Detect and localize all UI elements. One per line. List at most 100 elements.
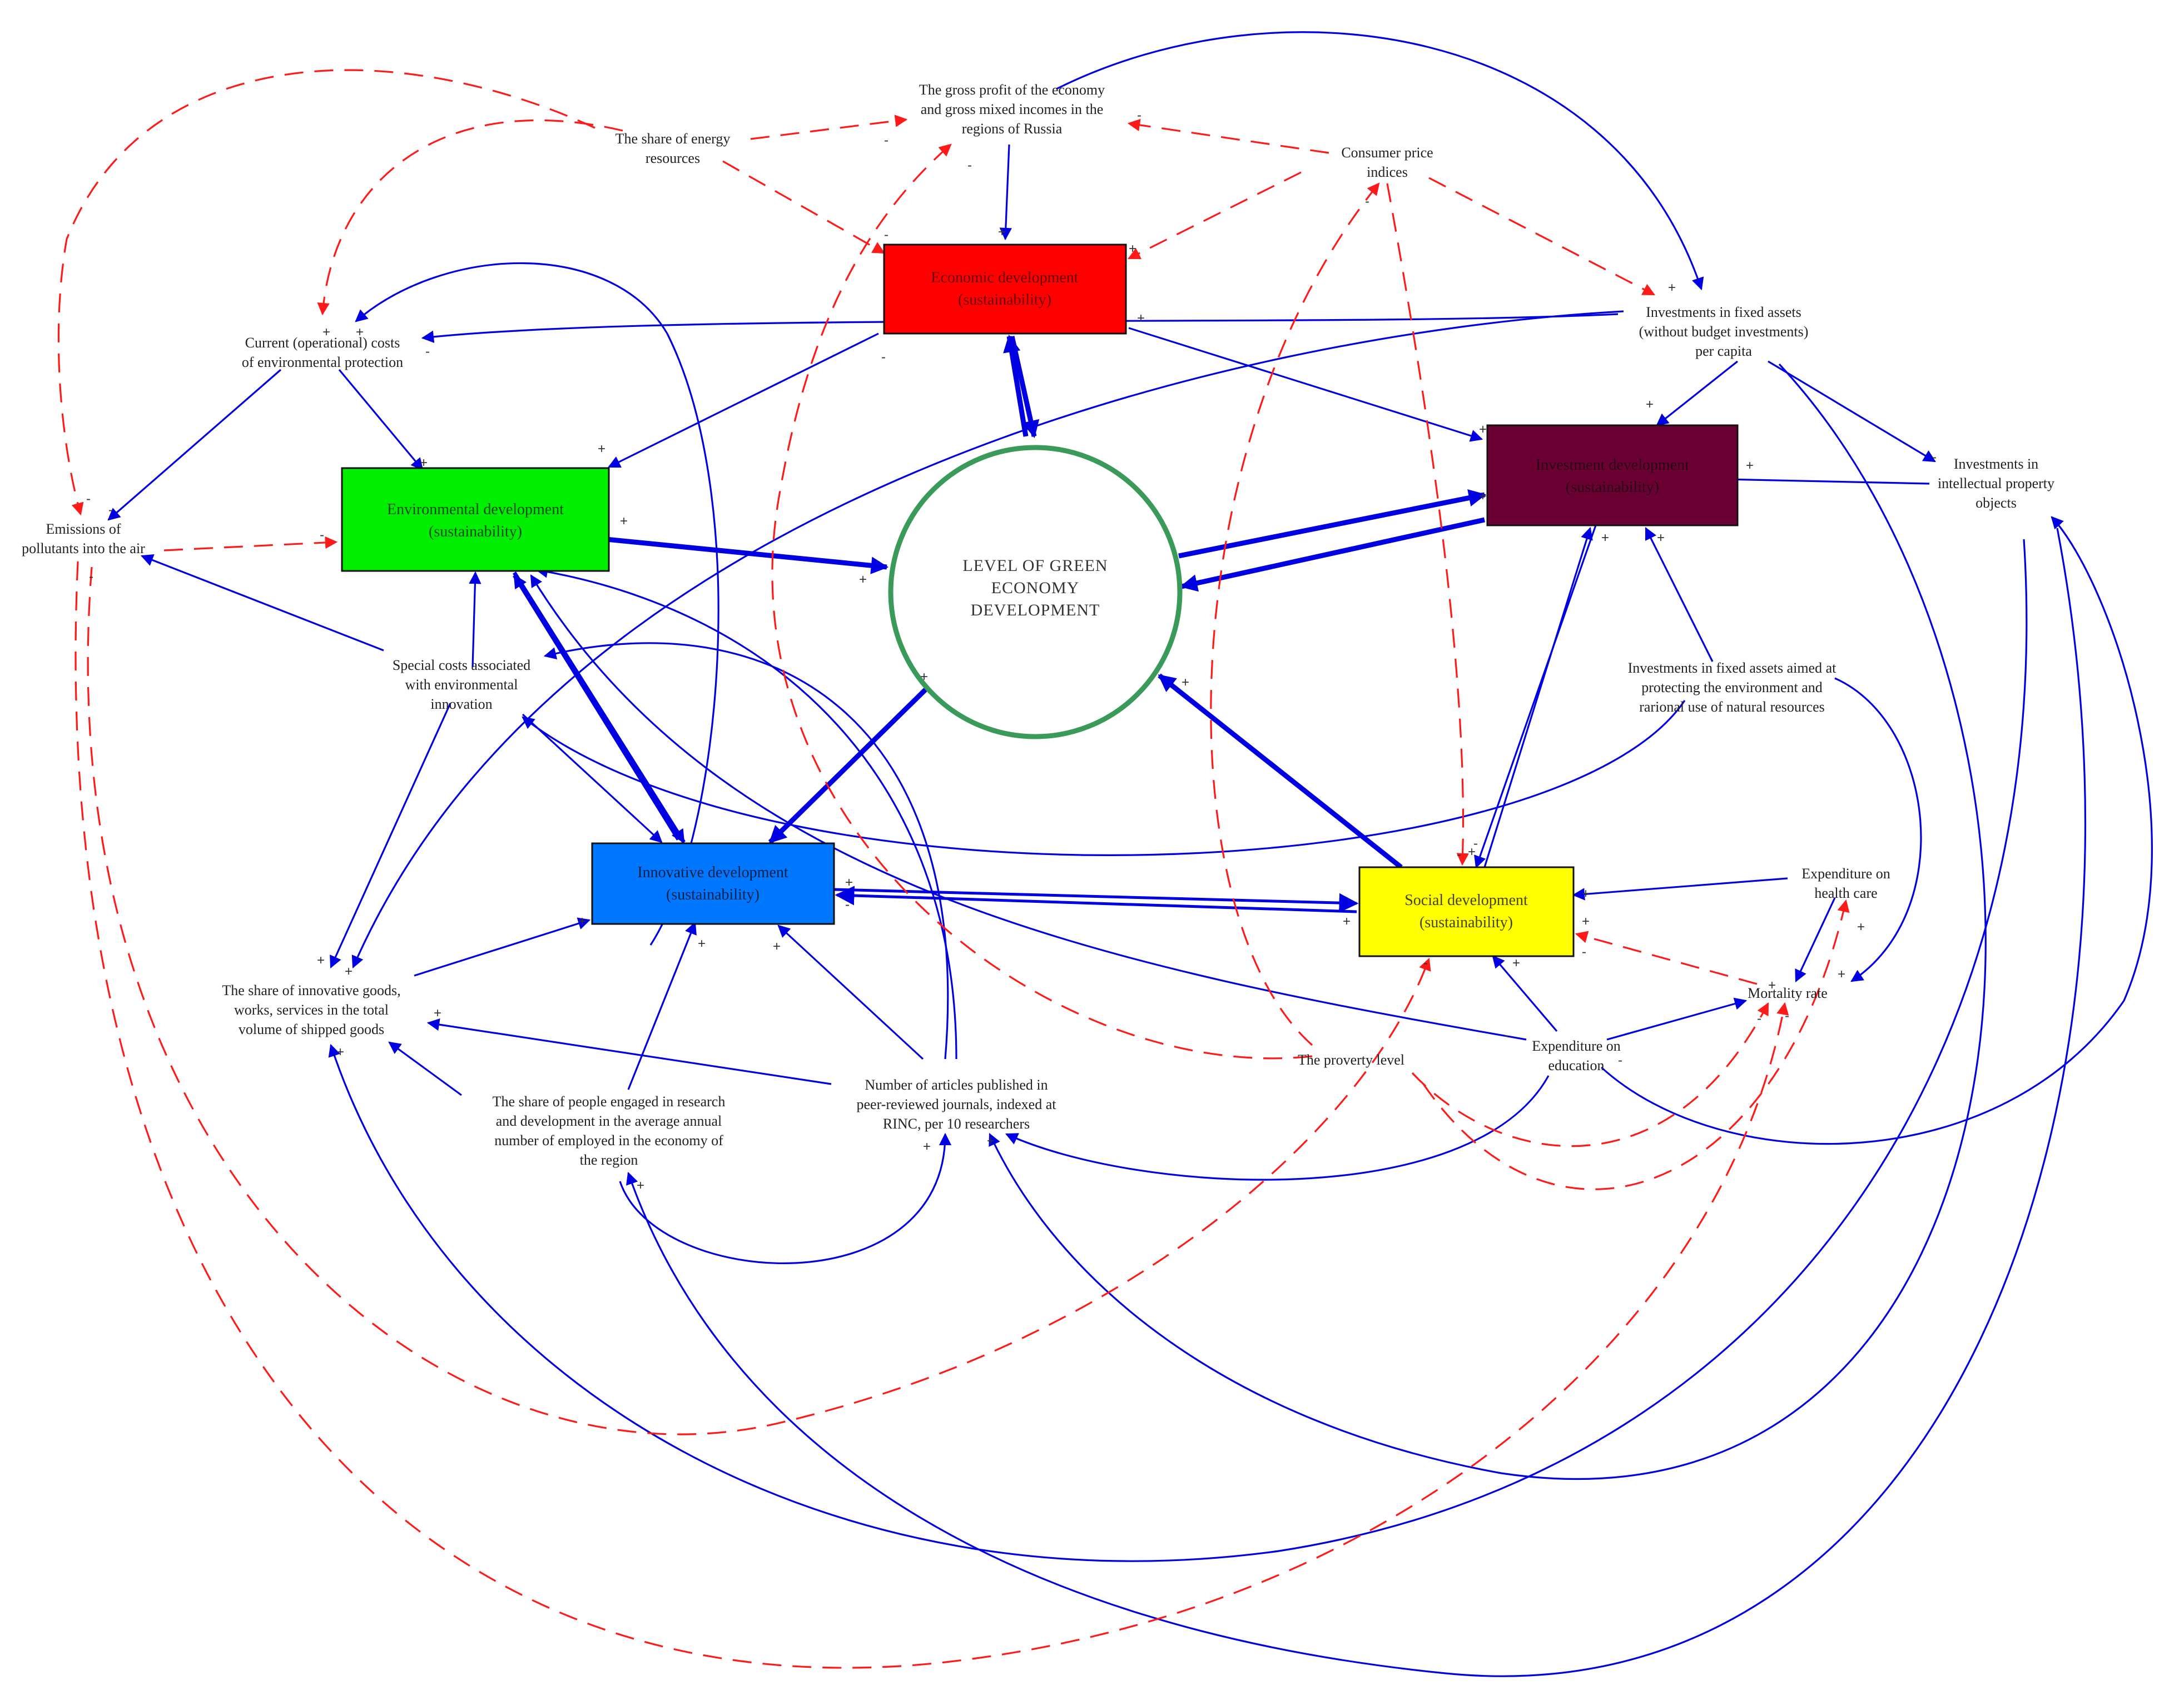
sign-minus: - [1473,836,1478,851]
sign-plus: + [1582,914,1590,929]
link-poverty-to-mortality [1411,1002,1769,1147]
link-investment-to-social [1474,525,1597,869]
var-fixed-assets-line-2: (without budget investments) [1639,324,1809,340]
sign-minus: - [1423,956,1428,971]
var-rnd-share-line-4: the region [580,1152,638,1168]
investment-box [1486,424,1739,526]
var-consumer-price-line-2: indices [1367,164,1408,180]
link-education-to-mortality [1606,997,1748,1041]
sign-plus: + [345,964,353,979]
link-ip-to-innovgoods [328,539,2028,1562]
link-energy-to-gross [750,115,908,140]
link-consumer-to-social [1386,183,1469,866]
var-gross-profit: The gross profit of the economy and gros… [919,82,1105,137]
link-poverty-to-gross [771,143,1313,1060]
link-rnd-to-innovative [627,921,697,1090]
center-node: LEVEL OF GREEN ECONOMY DEVELOPMENT [888,445,1183,739]
var-ip-investments: Investments in intellectual property obj… [1938,456,2054,511]
box-investment: Investment development (sustainability) [1486,424,1739,526]
link-economic-to-investment [1128,327,1483,442]
var-fixed-assets-line-1: Investments in fixed assets [1646,304,1801,320]
var-fixed-assets: Investments in fixed assets (without bud… [1639,304,1809,359]
sign-plus: + [773,939,781,954]
var-current-costs-line-1: Current (operational) costs [245,335,400,351]
var-gross-profit-line-3: regions of Russia [962,121,1063,137]
sign-minus: - [1137,108,1141,123]
sign-plus: + [1343,914,1351,929]
sign-plus: + [1512,956,1520,971]
sign-minus: - [89,569,93,584]
sign-plus: + [1857,919,1865,935]
sign-plus: + [998,225,1006,240]
var-innovative-goods: The share of innovative goods, works, se… [222,982,400,1037]
sign-minus: - [1785,1008,1789,1023]
link-consumer-to-economic [1127,171,1302,260]
box-social: Social development (sustainability) [1358,866,1575,957]
var-special-costs-line-2: with environmental [405,677,518,693]
var-health-care: Expenditure on health care [1801,866,1890,901]
sign-plus: + [1768,978,1776,993]
var-energy-share-line-2: resources [646,150,700,166]
sign-plus: + [1479,422,1487,437]
link-special-to-emissions [140,554,384,652]
var-energy-share-line-1: The share of energy [616,131,731,147]
sign-plus: + [322,325,330,340]
var-ip-investments-line-2: intellectual property [1938,475,2054,491]
sign-plus: + [920,669,928,684]
link-energy-to-economic [722,160,885,254]
var-consumer-price-line-1: Consumer price [1341,145,1433,161]
sign-plus: + [1646,397,1654,412]
sign-minus: - [1582,945,1586,960]
economic-label-line-1: Economic development [931,269,1078,286]
center-circle [888,445,1183,739]
link-ip-to-investment [1722,473,1930,486]
var-special-costs-line-1: Special costs associated [393,657,530,673]
var-health-care-line-1: Expenditure on [1801,866,1890,882]
link-special-to-innovative [522,713,663,843]
link-energy-to-current [317,119,623,316]
sign-plus: + [1137,311,1145,326]
var-innovative-goods-line-2: works, services in the total [234,1002,389,1018]
var-current-costs-line-2: of environmental protection [242,354,403,370]
var-education: Expenditure on education [1532,1038,1621,1073]
sign-minus: - [1618,1053,1622,1068]
var-fixed-assets-env: Investments in fixed assets aimed at pro… [1628,660,1837,715]
sign-plus: + [987,1134,995,1149]
link-innovgoods-to-social [87,566,1431,1435]
link-fixedenv-to-special [522,700,1686,856]
sign-plus: + [336,1045,344,1060]
environmental-label-line-2: (sustainability) [429,523,522,540]
sign-plus: + [1129,241,1136,256]
link-env-to-center [605,536,889,574]
sign-plus: + [1601,530,1609,545]
sign-plus: + [356,325,364,340]
center-label-line-2: ECONOMY [991,579,1080,597]
link-center-to-innovative [768,687,928,844]
var-mortality-line-1: Mortality rate [1748,985,1828,1001]
link-poverty-to-consumer [1210,182,1380,1046]
innovative-box [591,842,835,925]
sign-minus: - [1457,847,1461,862]
economic-box [883,243,1127,335]
var-fixed-assets-env-line-3: rarional use of natural resources [1639,699,1825,715]
sign-minus: - [320,528,324,543]
sign-plus: + [598,441,605,456]
link-env-loop-current [355,262,719,946]
link-current-to-env [338,369,424,471]
sign-minus: - [884,227,889,242]
var-articles-line-3: RINC, per 10 researchers [883,1116,1030,1132]
link-investment-to-center [1179,517,1485,592]
link-mortality-to-social [1575,931,1758,985]
box-environmental: Environmental development (sustainabilit… [341,467,610,572]
link-innovgoods-to-innovative [414,917,591,977]
link-health-to-mortality [1795,897,1836,983]
box-economic: Economic development (sustainability) [883,243,1127,335]
environmental-box [341,467,610,572]
link-innovative-to-social [833,888,1359,913]
center-label-line-1: LEVEL OF GREEN [962,556,1108,575]
var-fixed-assets-line-3: per capita [1695,343,1752,359]
link-health-to-social [1572,877,1788,901]
sign-minus: - [1365,194,1369,209]
sign-plus: + [1468,844,1476,859]
var-rnd-share-line-3: number of employed in the economy of [494,1132,723,1149]
